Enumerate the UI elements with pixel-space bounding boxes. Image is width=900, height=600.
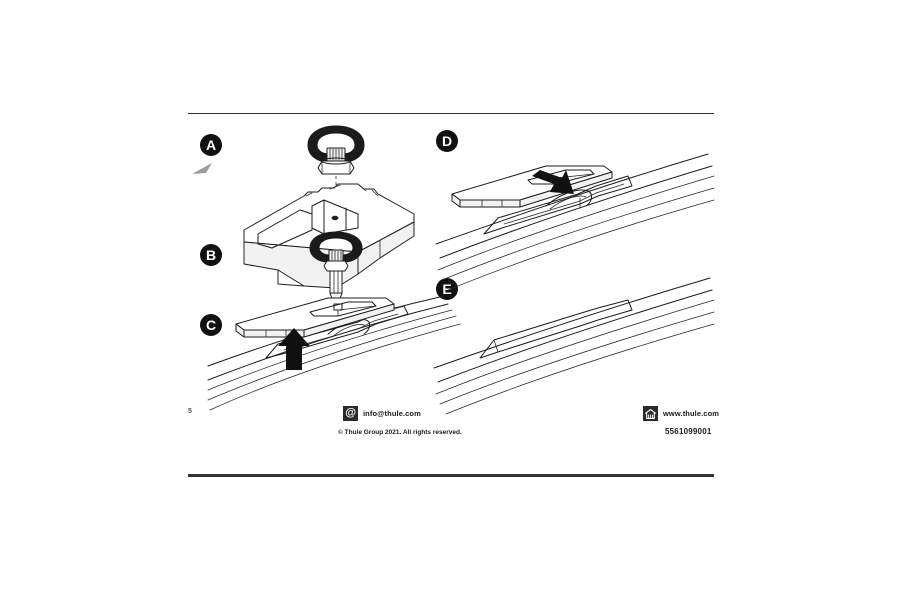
right-diagram-column bbox=[428, 118, 715, 418]
email-contact[interactable]: @ info@thule.com bbox=[343, 406, 421, 421]
website-contact[interactable]: www.thule.com bbox=[643, 406, 719, 421]
house-icon bbox=[643, 406, 658, 421]
instruction-sheet: A B C D E bbox=[188, 118, 719, 470]
step-badge-d: D bbox=[436, 130, 458, 152]
step-d-roof-rail bbox=[435, 153, 715, 291]
corner-arrow-mark bbox=[192, 163, 212, 174]
step-badge-a: A bbox=[200, 134, 222, 156]
top-rule bbox=[188, 113, 714, 114]
step-c-cover-plate bbox=[235, 297, 395, 338]
step-badge-c: C bbox=[200, 314, 222, 336]
page-number: 5 bbox=[188, 408, 192, 415]
step-badge-e: E bbox=[436, 278, 458, 300]
part-number: 5561099001 bbox=[665, 427, 712, 436]
at-icon: @ bbox=[343, 406, 358, 421]
step-e-roof-rail bbox=[433, 277, 715, 415]
email-text: info@thule.com bbox=[363, 409, 421, 418]
left-diagram-column bbox=[207, 118, 468, 418]
step-d-down-arrow bbox=[532, 170, 574, 194]
step-a-foot-bracket bbox=[243, 183, 415, 289]
step-a-knob-assembly bbox=[307, 125, 365, 175]
bottom-rule bbox=[188, 474, 714, 477]
copyright-text: © Thule Group 2021. All rights reserved. bbox=[338, 429, 462, 436]
step-c-up-arrow bbox=[278, 328, 310, 370]
website-text: www.thule.com bbox=[663, 409, 720, 418]
step-badge-b: B bbox=[200, 244, 222, 266]
